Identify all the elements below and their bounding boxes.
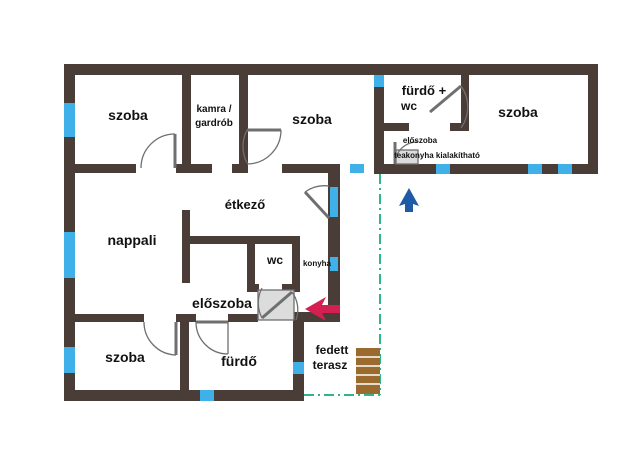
wall [64, 314, 144, 322]
room-label: előszoba [403, 136, 438, 145]
wall [374, 164, 598, 174]
room-label: terasz [313, 358, 348, 372]
wall [374, 64, 384, 174]
window [436, 164, 450, 174]
door [429, 84, 469, 129]
window [558, 164, 572, 174]
wall [176, 164, 212, 173]
room-label: előszoba [192, 295, 252, 311]
wall [64, 164, 136, 173]
room-label: fürdő + [402, 83, 447, 98]
room-label: teakonyha kialakítható [394, 151, 480, 160]
room-label: nappali [107, 232, 156, 248]
door [257, 287, 299, 321]
wall [239, 64, 248, 173]
door [140, 133, 177, 169]
wall [374, 64, 598, 75]
window [528, 164, 542, 174]
wall [247, 284, 259, 292]
wall [450, 123, 469, 131]
room-label: fürdő [221, 353, 257, 369]
wall [64, 64, 384, 75]
wall [293, 312, 304, 401]
door [393, 141, 419, 165]
door [242, 128, 282, 165]
window [64, 103, 75, 137]
window [374, 75, 384, 87]
room-label: konyha [303, 259, 332, 268]
wall [384, 123, 409, 131]
doors [140, 84, 469, 356]
window [200, 390, 214, 401]
room-labels: szoba kamra / gardrób szoba fürdő + wc s… [105, 83, 538, 372]
wall [292, 236, 300, 292]
windows [64, 75, 572, 401]
arrow-up-icon [399, 188, 419, 212]
room-label: szoba [498, 104, 538, 120]
stairs [356, 348, 380, 394]
wall [282, 164, 340, 173]
room-label: kamra / [196, 104, 231, 115]
arrow-left-icon [305, 297, 340, 321]
wall [293, 312, 340, 322]
wall [232, 164, 242, 173]
wall [182, 210, 190, 283]
wall [182, 236, 254, 244]
wall [247, 236, 255, 292]
door [195, 320, 229, 355]
room-label: gardrób [195, 118, 233, 129]
wall [247, 236, 299, 244]
wall [180, 314, 189, 401]
door [303, 185, 331, 220]
wall [228, 314, 258, 322]
door [143, 321, 178, 356]
room-label: fedett [316, 343, 349, 357]
window [350, 164, 364, 173]
room-label: wc [400, 99, 417, 113]
wall [461, 64, 469, 130]
wall [182, 64, 191, 173]
room-label: szoba [108, 107, 148, 123]
wall [282, 284, 300, 292]
wall [588, 64, 598, 174]
room-label: étkező [225, 197, 266, 212]
window [330, 187, 338, 217]
room-label: szoba [105, 349, 145, 365]
window [64, 347, 75, 373]
window [64, 232, 75, 278]
window [293, 362, 304, 374]
window [330, 257, 338, 271]
room-label: wc [266, 253, 283, 267]
room-label: szoba [292, 111, 332, 127]
